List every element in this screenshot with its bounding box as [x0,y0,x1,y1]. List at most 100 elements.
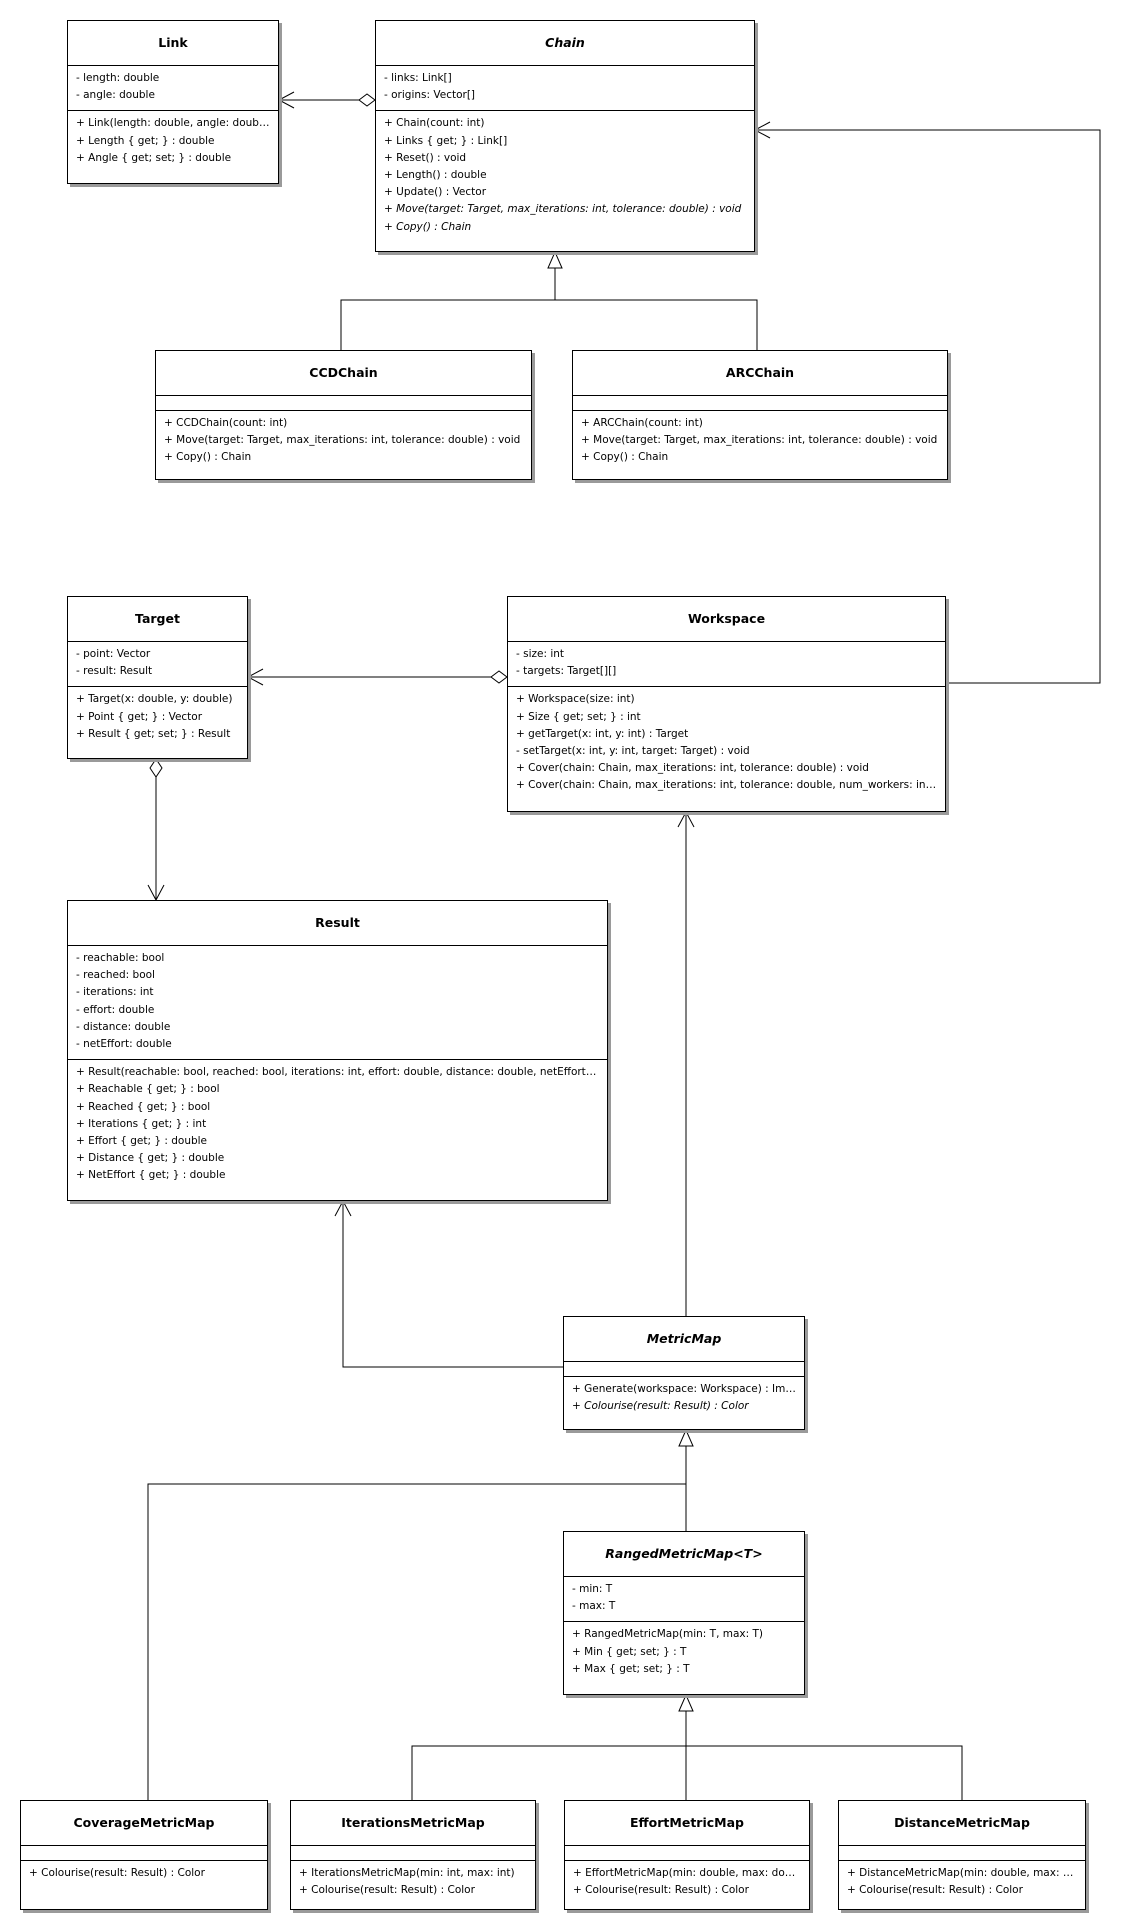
operation: + Min { get; set; } : T [572,1645,687,1658]
attribute: - angle: double [76,89,155,102]
operation: + ARCChain(count: int) [581,417,703,429]
operation: + Cover(chain: Chain, max_iterations: in… [516,762,869,775]
class-effortmetricmap[interactable]: EffortMetricMap + EffortMetricMap(min: d… [564,1800,810,1910]
operation: + Angle { get; set; } : double [76,151,232,164]
attributes-compartment: - length: double - angle: double [68,66,278,110]
operations-compartment: + Link(length: double, angle: double) + … [68,110,278,173]
operation: + Max { get; set; } : T [572,1662,690,1675]
operation: + Link(length: double, angle: double) [76,117,270,130]
operation: + Copy() : Chain [164,451,252,464]
operation: + Iterations { get; } : int [76,1117,207,1130]
class-name: Link [68,21,278,66]
attribute: - reachable: bool [76,952,165,964]
attributes-compartment [573,396,947,410]
operations-compartment: + Chain(count: int) + Links { get; } : L… [376,110,754,241]
attributes-compartment: - links: Link[] - origins: Vector[] [376,66,754,110]
attribute: - reached: bool [76,969,155,982]
operations-compartment: + Result(reachable: bool, reached: bool,… [68,1059,607,1190]
attributes-compartment [839,1846,1085,1860]
operation: + Length() : double [384,169,487,182]
attribute: - targets: Target[][] [516,665,617,678]
operation: + Point { get; } : Vector [76,710,203,723]
attributes-compartment [565,1846,809,1860]
attributes-compartment [21,1846,267,1860]
attribute: - length: double [76,72,160,84]
class-name: Result [68,901,607,946]
class-link[interactable]: Link - length: double - angle: double + … [67,20,279,184]
operation: + Chain(count: int) [384,117,485,130]
operation: + Size { get; set; } : int [516,710,641,723]
operation: + DistanceMetricMap(min: double, max: do… [847,1867,1077,1879]
class-ccdchain[interactable]: CCDChain + CCDChain(count: int) + Move(t… [155,350,532,480]
operation: + Result(reachable: bool, reached: bool,… [76,1066,599,1079]
chain-generalization [340,250,758,350]
chain-link-aggregation [277,91,376,109]
rangedmetricmap-generalization [411,1693,963,1800]
class-chain[interactable]: Chain - links: Link[] - origins: Vector[… [375,20,755,252]
operations-compartment: + ARCChain(count: int) + Move(target: Ta… [573,410,947,473]
class-name: ARCChain [573,351,947,396]
operations-compartment: + CCDChain(count: int) + Move(target: Ta… [156,410,531,473]
operations-compartment: + RangedMetricMap(min: T, max: T) + Min … [564,1621,804,1684]
metricmap-result-association [334,1199,563,1368]
operation: + Cover(chain: Chain, max_iterations: in… [516,779,937,792]
operation: + Colourise(result: Result) : Color [29,1867,205,1879]
class-coveragemetricmap[interactable]: CoverageMetricMap + Colourise(result: Re… [20,1800,268,1910]
target-result-aggregation [147,758,165,902]
operation: + Move(target: Target, max_iterations: i… [581,434,938,447]
operation: + Reachable { get; } : bool [76,1083,220,1096]
class-rangedmetricmap[interactable]: RangedMetricMap<T> - min: T - max: T + R… [563,1531,805,1695]
operation: + Links { get; } : Link[] [384,134,508,147]
attribute: - max: T [572,1600,616,1613]
operation: + Move(target: Target, max_iterations: i… [384,203,742,216]
attribute: - iterations: int [76,986,154,999]
attribute: - netEffort: double [76,1038,172,1051]
operation: + Colourise(result: Result) : Color [572,1400,749,1413]
operation: + Effort { get; } : double [76,1135,208,1148]
operation: + Move(target: Target, max_iterations: i… [164,434,521,447]
class-iterationsmetricmap[interactable]: IterationsMetricMap + IterationsMetricMa… [290,1800,536,1910]
class-workspace[interactable]: Workspace - size: int - targets: Target[… [507,596,946,812]
attribute: - links: Link[] [384,72,452,84]
operation: + Colourise(result: Result) : Color [573,1884,749,1897]
operation: + Reached { get; } : bool [76,1100,211,1113]
class-name: RangedMetricMap<T> [564,1532,804,1577]
workspace-chain-association [753,121,1101,684]
operation: + Distance { get; } : double [76,1152,225,1165]
class-name: Target [68,597,247,642]
operations-compartment: + DistanceMetricMap(min: double, max: do… [839,1860,1085,1905]
attributes-compartment: - point: Vector - result: Result [68,642,247,686]
operations-compartment: + Generate(workspace: Workspace) : Image… [564,1376,804,1421]
attributes-compartment: - reachable: bool - reached: bool - iter… [68,946,607,1059]
operation: + Workspace(size: int) [516,693,635,706]
class-target[interactable]: Target - point: Vector - result: Result … [67,596,248,759]
class-name: IterationsMetricMap [291,1801,535,1846]
attribute: - origins: Vector[] [384,89,476,102]
operations-compartment: + IterationsMetricMap(min: int, max: int… [291,1860,535,1905]
class-arcchain[interactable]: ARCChain + ARCChain(count: int) + Move(t… [572,350,948,480]
operation: + getTarget(x: int, y: int) : Target [516,727,689,740]
class-name: Workspace [508,597,945,642]
operation: + Colourise(result: Result) : Color [847,1884,1023,1897]
attribute: - min: T [572,1583,613,1595]
workspace-target-aggregation [246,668,508,686]
operation: + Colourise(result: Result) : Color [299,1884,475,1897]
attributes-compartment [291,1846,535,1860]
attributes-compartment [156,396,531,410]
operation: + Result { get; set; } : Result [76,727,231,740]
class-distancemetricmap[interactable]: DistanceMetricMap + DistanceMetricMap(mi… [838,1800,1086,1910]
operations-compartment: + Colourise(result: Result) : Color [21,1860,267,1888]
metricmap-generalization [147,1428,694,1800]
class-name: Chain [376,21,754,66]
operation: + Generate(workspace: Workspace) : Image [572,1383,796,1395]
class-metricmap[interactable]: MetricMap + Generate(workspace: Workspac… [563,1316,805,1430]
attribute: - distance: double [76,1020,171,1033]
class-name: DistanceMetricMap [839,1801,1085,1846]
class-result[interactable]: Result - reachable: bool - reached: bool… [67,900,608,1201]
class-name: CoverageMetricMap [21,1801,267,1846]
attributes-compartment [564,1362,804,1376]
metricmap-workspace-association [677,810,695,1316]
class-name: MetricMap [564,1317,804,1362]
